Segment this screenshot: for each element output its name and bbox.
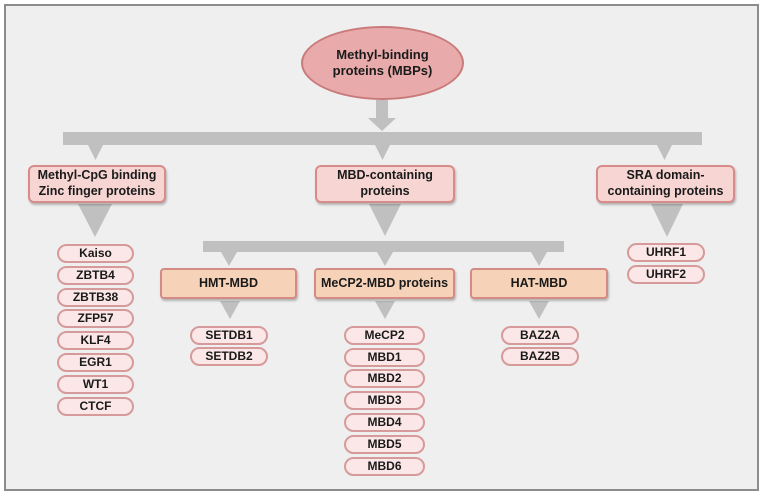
protein-pill: MBD2 (344, 369, 425, 388)
root-arrow-head (368, 118, 396, 131)
protein-pill: MBD1 (344, 348, 425, 367)
category-zinc-finger: Methyl-CpG binding Zinc finger proteins (28, 165, 166, 203)
protein-pill: SETDB2 (190, 347, 268, 366)
arrow-to-sra (657, 145, 672, 160)
protein-pill: MBD5 (344, 435, 425, 454)
protein-pill: EGR1 (57, 353, 134, 372)
root-node: Methyl-binding proteins (MBPs) (301, 26, 464, 100)
protein-pill: KLF4 (57, 331, 134, 350)
protein-pill: UHRF2 (627, 265, 705, 284)
protein-pill: ZBTB4 (57, 266, 134, 285)
hat-list-arrow (529, 301, 549, 319)
subgroup-mecp2-mbd: MeCP2-MBD proteins (314, 268, 455, 299)
sra-list-arrow (651, 204, 683, 237)
arrow-to-hmt (221, 252, 237, 266)
protein-pill: ZBTB38 (57, 288, 134, 307)
protein-pill: ZFP57 (57, 309, 134, 328)
root-arrow-shaft (376, 100, 388, 118)
mbd-subgroup-arrow (369, 204, 401, 236)
protein-pill: Kaiso (57, 244, 134, 263)
protein-pill: UHRF1 (627, 243, 705, 262)
mecp2-list-arrow (375, 301, 395, 319)
arrow-to-mbd (375, 145, 390, 160)
protein-pill: BAZ2A (501, 326, 579, 345)
category-mbd-containing: MBD-containing proteins (315, 165, 455, 203)
protein-pill: WT1 (57, 375, 134, 394)
protein-pill: CTCF (57, 397, 134, 416)
zinc-finger-list-arrow (78, 204, 112, 237)
protein-pill: MeCP2 (344, 326, 425, 345)
arrow-to-zinc-finger (88, 145, 103, 160)
mbd-distribution-bar (203, 241, 564, 252)
category-sra-domain: SRA domain- containing proteins (596, 165, 735, 203)
subgroup-hmt-mbd: HMT-MBD (160, 268, 297, 299)
top-distribution-bar (63, 132, 702, 145)
protein-pill: MBD3 (344, 391, 425, 410)
protein-pill: BAZ2B (501, 347, 579, 366)
subgroup-hat-mbd: HAT-MBD (470, 268, 608, 299)
protein-pill: SETDB1 (190, 326, 268, 345)
arrow-to-mecp2 (377, 252, 393, 266)
protein-pill: MBD6 (344, 457, 425, 476)
protein-pill: MBD4 (344, 413, 425, 432)
arrow-to-hat (531, 252, 547, 266)
hmt-list-arrow (220, 301, 240, 319)
